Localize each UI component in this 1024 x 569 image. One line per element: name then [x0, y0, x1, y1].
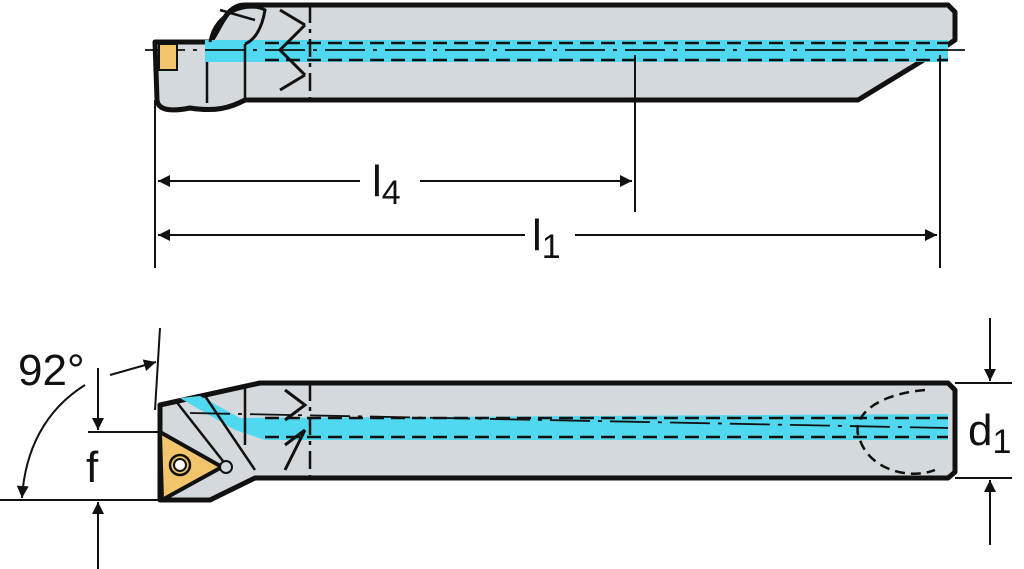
top-coolant-channel [205, 40, 948, 62]
dim-l1-label: l1 [532, 211, 561, 266]
side-bar-body [157, 380, 958, 503]
dim-f-label: f [86, 443, 99, 492]
insert-screw [168, 453, 192, 477]
angle-label: 92° [18, 346, 85, 395]
side-view-bar [157, 380, 958, 503]
top-insert [158, 43, 178, 71]
dim-l4-label: l4 [372, 157, 401, 212]
top-dimensions: l4 l1 [154, 55, 941, 268]
side-dimensions: 92° f d1 [0, 318, 1012, 569]
top-view-bar [145, 2, 965, 113]
angle-arc [16, 384, 86, 499]
dim-d1-label: d1 [968, 406, 1011, 461]
